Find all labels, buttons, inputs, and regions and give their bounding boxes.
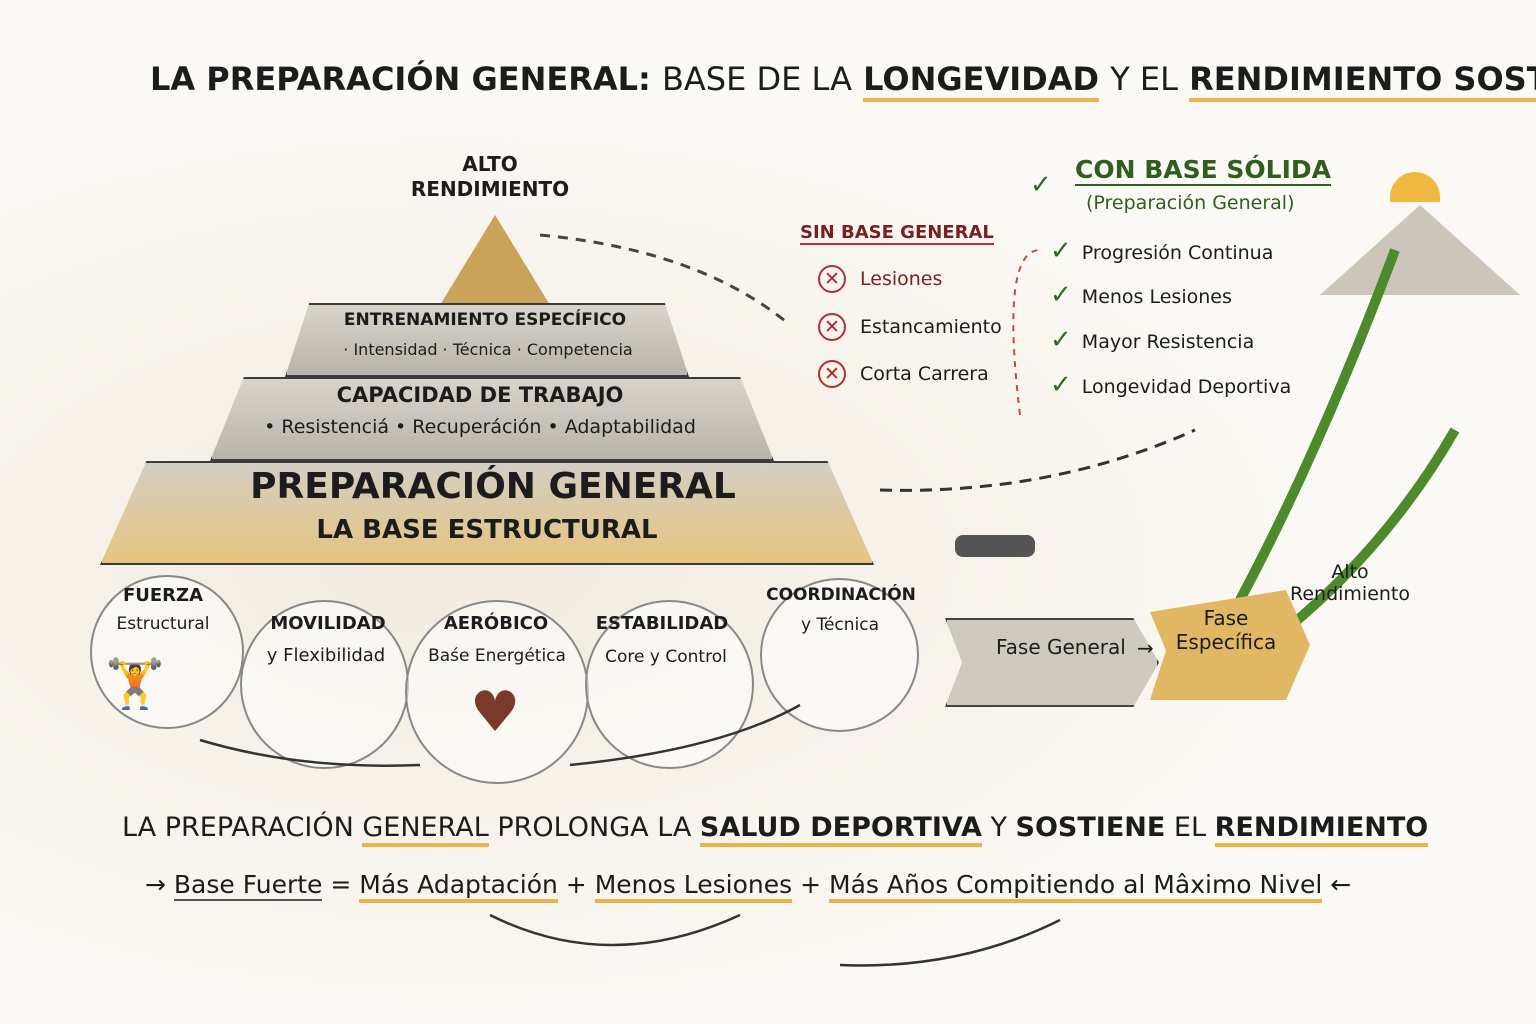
- dumbbell-icon: [955, 535, 1035, 557]
- pillar-sub: Core y Control: [605, 647, 727, 667]
- formula-term: Menos Lesiones: [594, 870, 793, 903]
- phase-general-shape: [945, 618, 1159, 707]
- phase-general-label: Fase General: [996, 635, 1126, 659]
- bottom-part: EL: [1173, 812, 1207, 843]
- curved-arrow: [839, 918, 1061, 967]
- heart-icon: ♥: [470, 680, 521, 745]
- check-icon: ✓: [1050, 280, 1072, 310]
- sin-base-item: ✕ Corta Carrera: [818, 360, 989, 388]
- dashed-arrow: [879, 428, 1196, 492]
- level2-title: CAPACIDAD DE TRABAJO: [336, 383, 624, 407]
- phase-alto-label: Alto Rendimiento: [1289, 561, 1410, 605]
- pillar-title: ESTABILIDAD: [595, 613, 729, 634]
- bottom-part: SALUD DEPORTIVA: [699, 812, 982, 847]
- formula-term: Más Adaptación: [359, 870, 558, 903]
- title-part: Y EL: [1110, 60, 1178, 98]
- check-icon: ✓: [1050, 370, 1072, 400]
- pillar-sub: Estructural: [116, 614, 210, 634]
- pyramid-top-label: ALTO RENDIMIENTO: [410, 152, 570, 201]
- title-part: LONGEVIDAD: [863, 60, 1100, 102]
- formula: → Base Fuerte = Más Adaptación + Menos L…: [145, 870, 1352, 903]
- phase-specific-shape: [1150, 590, 1310, 700]
- formula-term: Base Fuerte: [173, 870, 323, 901]
- pillar-sub: y Flexibilidad: [266, 645, 386, 666]
- level2-items: • Resistenciá • Recuperáción • Adaptabil…: [264, 416, 696, 438]
- bottom-part: SOSTIENE: [1015, 812, 1166, 843]
- formula-op: +: [565, 870, 587, 899]
- sin-base-title: SIN BASE GENERAL: [800, 222, 994, 245]
- cross-icon: ✕: [818, 313, 846, 341]
- level1-subtitle: LA BASE ESTRUCTURAL: [316, 515, 658, 545]
- formula-op: +: [800, 870, 822, 899]
- bottom-part: RENDIMIENTO: [1214, 812, 1429, 847]
- bottom-statement: LA PREPARACIÓN GENERAL PROLONGA LA SALUD…: [122, 812, 1429, 847]
- phase-specific-label: Fase Específica: [1175, 606, 1277, 654]
- check-icon: ✓: [1030, 170, 1052, 200]
- bottom-part: GENERAL: [362, 812, 489, 847]
- item-label: Menos Lesiones: [1081, 286, 1232, 308]
- pyramid-peak: [440, 215, 550, 305]
- pillar-title: COORDINACIÓN: [766, 585, 916, 605]
- item-label: Longevidad Deportiva: [1081, 376, 1292, 398]
- pillar-title: FUERZA: [122, 585, 204, 606]
- formula-term: Más Años Compitiendo al Mâximo Nivel: [829, 870, 1323, 903]
- con-base-subtitle: (Preparación General): [1086, 192, 1295, 214]
- con-base-item: ✓ Menos Lesiones: [1050, 280, 1232, 310]
- pillar-circle: [240, 600, 409, 769]
- pyramid-level-2: [210, 377, 774, 461]
- sin-base-item: ✕ Lesiones: [818, 265, 942, 293]
- bottom-part: LA PREPARACIÓN: [122, 812, 354, 843]
- red-dashed-arrow: [1012, 249, 1041, 416]
- dumbbell-icon: 🏋: [105, 656, 165, 712]
- item-label: Lesiones: [860, 268, 943, 290]
- formula-op: =: [330, 870, 352, 899]
- pillar-circle: [760, 578, 919, 732]
- level3-items: · Intensidad · Técnica · Competencia: [343, 340, 633, 359]
- item-label: Estancamiento: [860, 316, 1002, 338]
- cross-icon: ✕: [818, 360, 846, 388]
- pillar-circle: [90, 575, 244, 729]
- pyramid-level-3: [285, 303, 689, 377]
- check-icon: ✓: [1050, 236, 1072, 266]
- title-part: BASE DE LA: [661, 60, 852, 98]
- item-label: Corta Carrera: [860, 363, 989, 385]
- sin-base-item: ✕ Estancamiento: [818, 313, 1002, 341]
- curved-arrow: [489, 913, 741, 947]
- item-label: Mayor Resistencia: [1081, 331, 1255, 353]
- item-label: Progresión Continua: [1081, 242, 1274, 264]
- title-part: LA PREPARACIÓN GENERAL:: [150, 60, 651, 98]
- dashed-arrow: [539, 233, 791, 327]
- arrow-left-icon: ←: [1330, 870, 1352, 899]
- check-icon: ✓: [1050, 325, 1072, 355]
- green-arrow: [1235, 248, 1400, 603]
- pillar-title: MOVILIDAD: [270, 613, 386, 634]
- level1-title: PREPARACIÓN GENERAL: [250, 466, 736, 507]
- pillar-sub: y Técnica: [800, 615, 880, 635]
- pillar-sub: Baśe Energética: [428, 646, 566, 666]
- title-part: RENDIMIENTO SOSTENIDO: [1189, 60, 1536, 102]
- con-base-item: ✓ Mayor Resistencia: [1050, 325, 1254, 355]
- bottom-part: PROLONGA LA: [497, 812, 692, 843]
- mountain-icon: [1320, 205, 1520, 295]
- arrow-right-icon: →: [1137, 636, 1154, 660]
- level3-title: ENTRENAMIENTO ESPECÍFICO: [343, 310, 627, 330]
- pillar-circle: [585, 600, 754, 769]
- cross-icon: ✕: [818, 265, 846, 293]
- con-base-item: ✓ Progresión Continua: [1050, 236, 1273, 266]
- arrow-right-icon: →: [145, 870, 166, 899]
- curved-arrow: [569, 703, 801, 767]
- main-title: LA PREPARACIÓN GENERAL: BASE DE LA LONGE…: [150, 60, 1536, 102]
- bottom-part: Y: [990, 812, 1007, 843]
- curved-arrow: [199, 738, 421, 767]
- con-base-item: ✓ Longevidad Deportiva: [1050, 370, 1291, 400]
- con-base-title: CON BASE SÓLIDA: [1075, 155, 1332, 186]
- pillar-title: AERÓBICO: [443, 613, 549, 634]
